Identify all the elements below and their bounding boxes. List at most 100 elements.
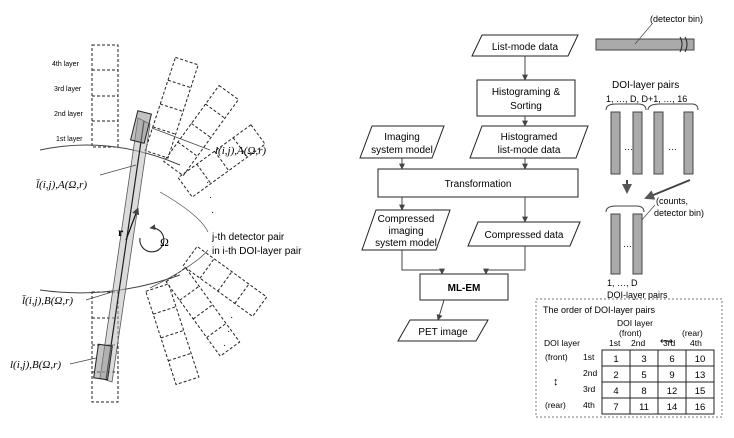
list-mode-data-node bbox=[471, 34, 579, 57]
mlem-node bbox=[419, 273, 509, 301]
layer-label-3: 3rd layer bbox=[54, 86, 82, 93]
row-header-4: 4th bbox=[583, 400, 595, 410]
compressed-data-node bbox=[467, 221, 581, 247]
order-cell-value: 16 bbox=[695, 402, 706, 413]
cbar-dots: … bbox=[623, 239, 632, 249]
bar-D bbox=[632, 111, 643, 175]
bar-dots-1: … bbox=[624, 142, 633, 152]
row-axis-label: DOI layer bbox=[544, 338, 580, 348]
r-vector bbox=[125, 207, 140, 241]
row-front-label: (front) bbox=[545, 352, 568, 362]
bracket-right bbox=[647, 103, 699, 111]
histogramed-label-2: list-mode data bbox=[498, 145, 561, 156]
omega-arc bbox=[139, 224, 165, 253]
pet-image-node bbox=[397, 319, 489, 342]
bracket-left bbox=[605, 103, 647, 111]
pair-label-line1: j-th detector pair bbox=[211, 232, 285, 243]
row-rear-label: (rear) bbox=[545, 400, 566, 410]
order-title: The order of DOI-layer pairs bbox=[543, 305, 656, 315]
order-cell-value: 7 bbox=[613, 402, 618, 413]
row-arrow: ↕ bbox=[553, 376, 559, 388]
fov-arc-top bbox=[39, 144, 181, 166]
data-schematic: (detector bin) DOI-layer pairs 1, …, D, … bbox=[595, 14, 704, 300]
order-cell bbox=[685, 397, 715, 415]
omega-label: Ω bbox=[160, 235, 169, 249]
pair-label-line2: in i-th DOI-layer pair bbox=[212, 246, 302, 257]
top-fan-blocks bbox=[144, 56, 266, 198]
detector-bin-label: (detector bin) bbox=[650, 14, 703, 24]
arrow-diag bbox=[644, 179, 691, 200]
bar-1 bbox=[610, 111, 621, 175]
mlem-label: ML-EM bbox=[448, 283, 481, 294]
detector-geometry-panel: r Ω 4th layer 3rd layer 2nd layer 1st la… bbox=[10, 44, 302, 403]
order-cell-value: 10 bbox=[695, 354, 706, 365]
compressed-title: DOI-layer pairs bbox=[607, 290, 668, 300]
transformation-label: Transformation bbox=[445, 179, 512, 190]
order-cell-value: 6 bbox=[669, 354, 674, 365]
crystal-bottom bbox=[93, 343, 113, 381]
row-header-3: 3rd bbox=[583, 384, 596, 394]
order-table-box: The order of DOI-layer pairs DOI layer (… bbox=[535, 298, 723, 418]
col-axis-label-2: (front) bbox=[619, 328, 642, 338]
imaging-model-label-2: system model bbox=[371, 145, 433, 156]
formula-l-A: l(i,j),A(Ω,r) bbox=[215, 145, 266, 157]
order-cell-value: 2 bbox=[613, 370, 618, 381]
crystal-top bbox=[129, 110, 153, 144]
bar-dots-2: … bbox=[668, 142, 677, 152]
cbar-D bbox=[632, 213, 643, 275]
col-axis-rear: (rear) bbox=[682, 328, 703, 338]
formula-l-B: l(i,j),B(Ω,r) bbox=[10, 359, 61, 371]
bar-D1 bbox=[653, 111, 664, 175]
histogramed-node bbox=[469, 125, 589, 159]
counts-note-1: (counts, bbox=[656, 196, 688, 206]
transformation-node bbox=[377, 168, 579, 198]
dots-upper-2: · bbox=[209, 192, 212, 203]
compressed-model-node bbox=[361, 209, 451, 251]
col-header-4: 4th bbox=[690, 338, 702, 348]
col-headers: 1st 2nd 3rd 4th bbox=[609, 338, 702, 348]
col-axis-label-1: DOI layer bbox=[617, 318, 653, 328]
bar-16 bbox=[683, 111, 694, 175]
order-cell-value: 8 bbox=[641, 386, 646, 397]
order-cell-value: 1 bbox=[613, 354, 618, 365]
layer-label-4: 4th layer bbox=[52, 61, 80, 68]
compressed-model-label-3: system model bbox=[375, 238, 437, 249]
col-header-3: 3rd bbox=[663, 338, 676, 348]
detector-bin-bar bbox=[595, 38, 695, 51]
dots-upper-3: · bbox=[211, 207, 214, 218]
doi-pairs-title: DOI-layer pairs bbox=[612, 80, 679, 91]
layer-label-2: 2nd layer bbox=[54, 111, 83, 118]
doi-pairs-range: 1, …, D, D+1, …, 16 bbox=[606, 94, 687, 104]
dots-lower-2: · bbox=[227, 326, 230, 337]
histo-sort-node bbox=[476, 79, 576, 117]
col-header-1: 1st bbox=[609, 338, 621, 348]
fov-arc-bottom bbox=[39, 274, 181, 294]
row-header-1: 1st bbox=[583, 352, 595, 362]
imaging-model-label-1: Imaging bbox=[384, 132, 420, 143]
formula-lbar-A: l̄(i,j),A(Ω,r) bbox=[36, 179, 87, 191]
list-mode-data-label: List-mode data bbox=[492, 42, 559, 53]
order-cell-value: 15 bbox=[695, 386, 706, 397]
compressed-model-label-1: Compressed bbox=[378, 214, 435, 225]
compressed-range: 1, …, D bbox=[607, 278, 638, 288]
order-cell-value: 11 bbox=[639, 402, 649, 413]
histogramed-label-1: Histogramed bbox=[501, 132, 558, 143]
top-detector-column bbox=[91, 44, 119, 148]
row-header-2: 2nd bbox=[583, 368, 597, 378]
order-cell-value: 12 bbox=[667, 386, 678, 397]
pair-bracket bbox=[159, 191, 209, 233]
formula-lbar-B: l̄(i,j),B(Ω,r) bbox=[22, 295, 73, 307]
order-cell-value: 4 bbox=[613, 386, 618, 397]
dots-upper: · bbox=[206, 177, 209, 188]
r-label: r bbox=[118, 225, 124, 239]
order-cell-value: 9 bbox=[669, 370, 674, 381]
order-cell-value: 14 bbox=[667, 402, 678, 413]
col-header-2: 2nd bbox=[631, 338, 645, 348]
histo-sort-label-2: Sorting bbox=[510, 101, 542, 112]
pet-image-label: PET image bbox=[418, 327, 468, 338]
bottom-fan-blocks bbox=[145, 245, 268, 386]
dots-lower: · bbox=[230, 312, 233, 323]
bracket-compressed bbox=[605, 205, 645, 213]
